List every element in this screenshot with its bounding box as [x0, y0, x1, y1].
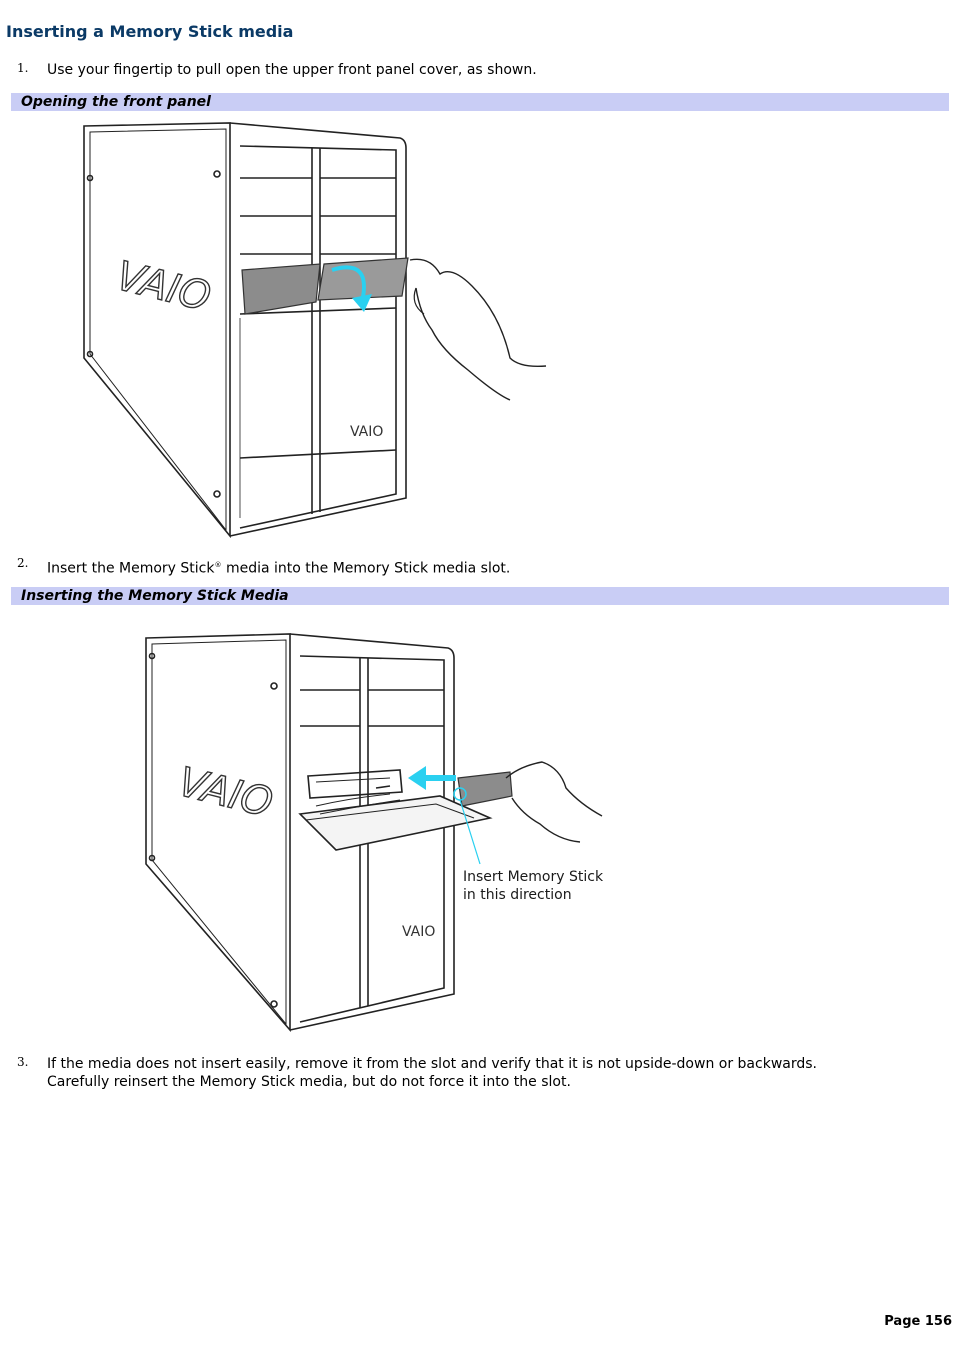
step-text: Use your fingertip to pull open the uppe…	[47, 62, 537, 78]
callout-line: Insert Memory Stick	[463, 869, 604, 885]
vaio-logo-front: VAIO	[350, 424, 383, 440]
callout-line: in this direction	[463, 887, 572, 903]
page-number: Page 156	[884, 1314, 952, 1329]
computer-tower-illustration: VAIO VAIO	[83, 122, 547, 538]
page-title: Inserting a Memory Stick media	[6, 22, 294, 41]
step-number: 3.	[17, 1055, 29, 1069]
step-number: 1.	[17, 61, 29, 75]
figure-caption-inserting-stick: Inserting the Memory Stick Media	[11, 587, 949, 605]
step-text-line: Carefully reinsert the Memory Stick medi…	[47, 1074, 571, 1090]
illustration-opening-front-panel: VAIO VAIO	[80, 118, 560, 538]
step-number: 2.	[17, 556, 29, 570]
step-text: If the media does not insert easily, rem…	[47, 1055, 927, 1091]
step-text: Insert the Memory Stick® media into the …	[47, 556, 927, 578]
registered-mark: ®	[214, 561, 222, 569]
step-text-part: Insert the Memory Stick	[47, 560, 215, 577]
computer-tower-illustration: VAIO VAIO	[145, 633, 603, 1033]
figure-caption-opening-panel: Opening the front panel	[11, 93, 949, 111]
step-text-line: If the media does not insert easily, rem…	[47, 1056, 817, 1072]
vaio-logo-front: VAIO	[402, 924, 435, 940]
illustration-inserting-memory-stick: VAIO VAIO Insert Memory Stick in this di…	[140, 628, 610, 1034]
callout-label: Insert Memory Stick in this direction	[463, 868, 603, 904]
step-text-part: media into the Memory Stick media slot.	[221, 560, 511, 577]
